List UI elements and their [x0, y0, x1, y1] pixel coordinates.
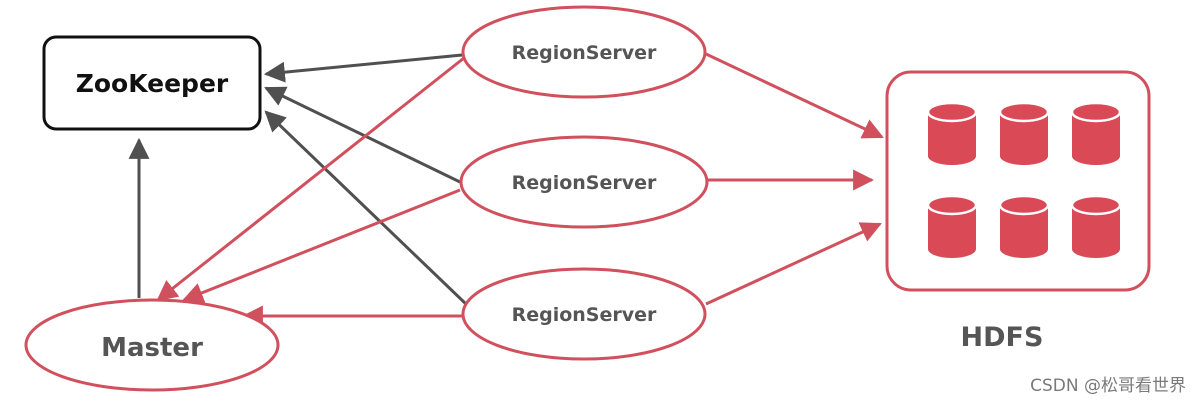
arrow-rs1-to-master	[156, 56, 465, 302]
regionserver-node-2: RegionServer	[459, 135, 709, 229]
arrow-rs2-to-zookeeper	[264, 86, 461, 184]
regionserver-label: RegionServer	[512, 304, 657, 326]
arrow-rs3-to-zookeeper	[264, 110, 468, 306]
zookeeper-label: ZooKeeper	[76, 69, 229, 98]
database-cylinder-icon	[926, 101, 978, 165]
arrow-rs1-to-zookeeper	[263, 53, 463, 83]
regionserver-node-1: RegionServer	[461, 5, 707, 99]
zookeeper-node: ZooKeeper	[42, 35, 262, 131]
regionserver-label: RegionServer	[512, 172, 657, 194]
database-cylinder-icon	[1070, 101, 1122, 165]
csdn-watermark: CSDN @松哥看世界	[1030, 376, 1186, 396]
hdfs-node: HDFS	[885, 70, 1151, 353]
hdfs-label: HDFS	[961, 322, 1044, 353]
master-node: Master	[24, 298, 280, 392]
database-cylinder-icon	[998, 101, 1050, 165]
regionserver-node-3: RegionServer	[461, 267, 707, 361]
arrow-rs2-to-master	[182, 188, 461, 303]
arrow-rs1-to-hdfs	[705, 52, 884, 139]
database-cylinder-icon	[1070, 194, 1122, 258]
arrow-rs3-to-hdfs	[705, 222, 882, 306]
hdfs-storage-cylinders	[926, 101, 1122, 258]
master-label: Master	[101, 333, 203, 363]
regionserver-label: RegionServer	[512, 42, 657, 64]
database-cylinder-icon	[926, 194, 978, 258]
database-cylinder-icon	[998, 194, 1050, 258]
